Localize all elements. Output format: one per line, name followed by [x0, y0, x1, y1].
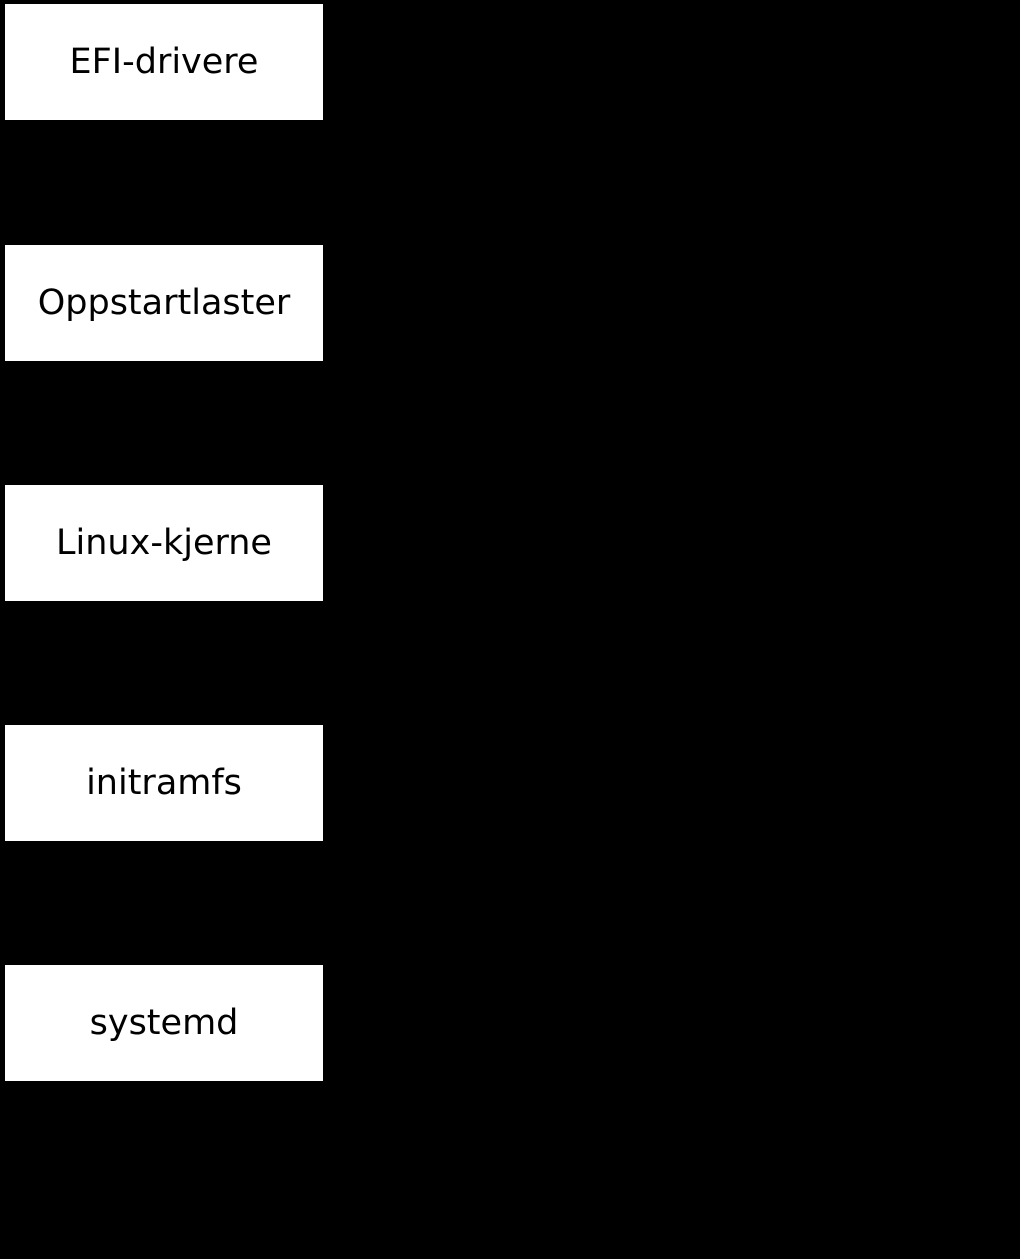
node-label: EFI-drivere — [69, 41, 259, 82]
node-label: Oppstartlaster — [37, 282, 291, 323]
node-efi-drivere: EFI-drivere — [5, 4, 323, 120]
node-linux-kjerne: Linux-kjerne — [5, 485, 323, 601]
node-oppstartlaster: Oppstartlaster — [5, 245, 323, 361]
node-label: Linux-kjerne — [56, 522, 272, 563]
node-systemd: systemd — [5, 965, 323, 1081]
node-initramfs: initramfs — [5, 725, 323, 841]
node-label: systemd — [89, 1002, 239, 1043]
node-label: initramfs — [86, 762, 242, 803]
